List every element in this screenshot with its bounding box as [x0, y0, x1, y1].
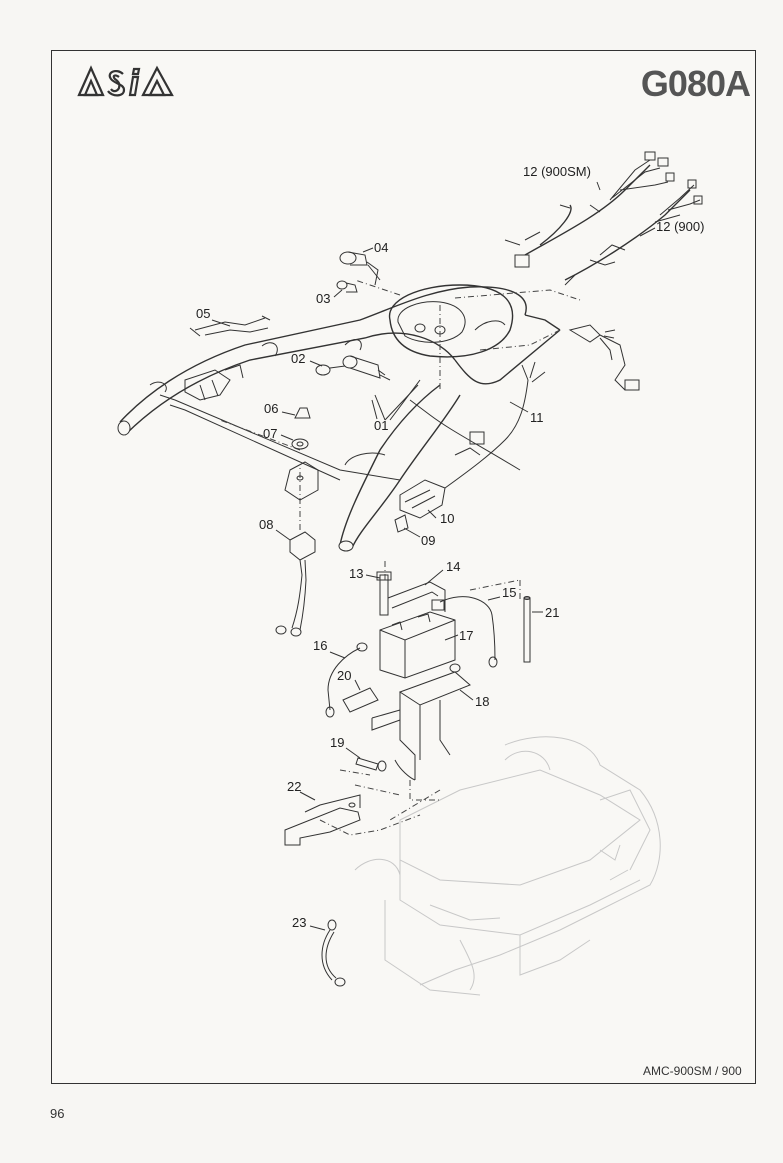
callout-15: 15 [502, 585, 516, 600]
callout-20: 20 [337, 668, 351, 683]
model-footer: AMC-900SM / 900 [643, 1064, 742, 1078]
connector-right [568, 324, 640, 391]
part-08 [275, 531, 316, 637]
callout-08: 08 [259, 517, 273, 532]
callout-17: 17 [459, 628, 473, 643]
asia-logo [77, 65, 174, 97]
callout-03: 03 [316, 291, 330, 306]
part-06-07 [284, 407, 319, 501]
assembly-lines-lower [319, 560, 521, 836]
callout-18: 18 [475, 694, 489, 709]
callout-labels: 04 03 05 02 01 06 07 08 09 10 11 12 (900… [196, 164, 704, 930]
main-frame [117, 284, 561, 552]
diagram-frame [51, 50, 756, 1084]
leader-lines [211, 181, 656, 931]
callout-02: 02 [291, 351, 305, 366]
part-04-03 [336, 251, 381, 293]
part-01-02 [315, 355, 421, 421]
callout-05: 05 [196, 306, 210, 321]
callout-06: 06 [264, 401, 278, 416]
part-22 [284, 794, 361, 846]
callout-01: 01 [374, 418, 388, 433]
callout-22: 22 [287, 779, 301, 794]
callout-07: 07 [263, 426, 277, 441]
harness-12 [504, 151, 703, 286]
part-05 [189, 315, 271, 337]
callout-10: 10 [440, 511, 454, 526]
callout-19: 19 [330, 735, 344, 750]
callout-12-900: 12 (900) [656, 219, 704, 234]
page-number: 96 [50, 1106, 65, 1121]
callout-04: 04 [374, 240, 388, 255]
callout-09: 09 [421, 533, 435, 548]
callout-14: 14 [446, 559, 460, 574]
callout-16: 16 [313, 638, 327, 653]
callout-23: 23 [292, 915, 306, 930]
callout-11: 11 [530, 410, 544, 425]
part-23 [321, 919, 346, 987]
engine-outline [354, 736, 661, 996]
diagram-code: G080A [640, 63, 751, 104]
callout-12-900sm: 12 (900SM) [523, 164, 591, 179]
callout-21: 21 [545, 605, 559, 620]
callout-13: 13 [349, 566, 363, 581]
part-09-10-11 [394, 361, 546, 533]
battery-group [325, 571, 531, 781]
